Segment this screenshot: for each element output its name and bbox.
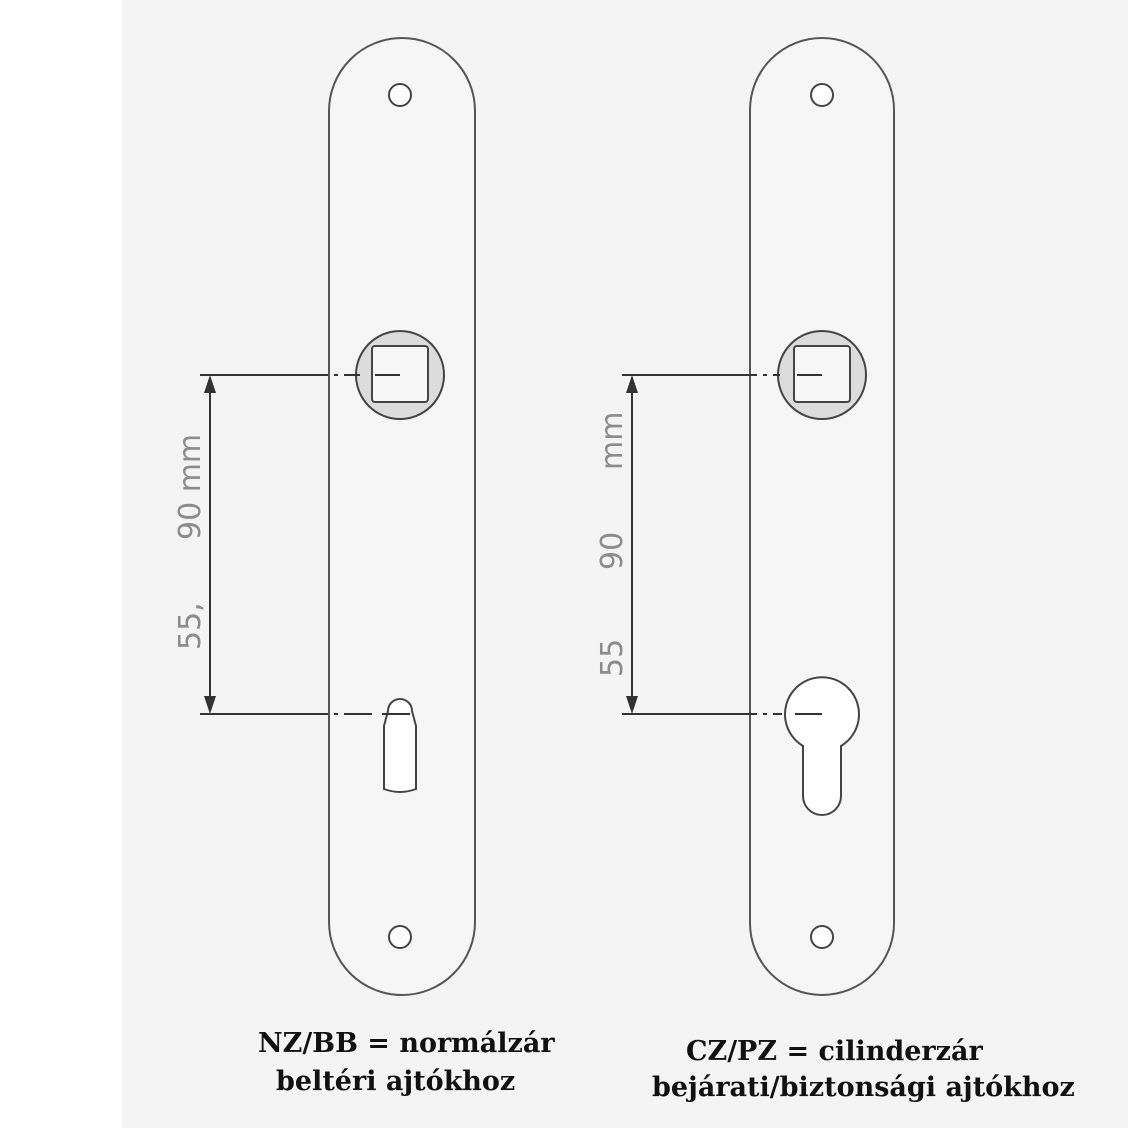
bottom-screw-hole: [388, 925, 412, 949]
dimension-right: 55 90 mm: [595, 374, 782, 715]
caption-cylinder-lock-subtitle: bejárati/biztonsági ajtókhoz: [652, 1072, 1075, 1103]
arrow-up: [204, 375, 216, 393]
dimension-left: 55, 90 mm: [173, 374, 372, 715]
plate-cylinder-lock: [749, 37, 895, 996]
dimension-label-short: 55,: [173, 602, 208, 650]
dimension-label-unit: mm: [595, 412, 630, 470]
top-screw-hole: [810, 83, 834, 107]
dimension-label-long: 90: [595, 532, 630, 570]
keyhole-icon: [383, 698, 417, 793]
dimension-label-short: 55: [595, 639, 630, 677]
arrow-up: [626, 375, 638, 393]
caption-normal-lock-subtitle: beltéri ajtókhoz: [276, 1066, 516, 1097]
plate-normal-lock: [328, 37, 476, 996]
bottom-screw-hole: [810, 925, 834, 949]
cylinder-hole-icon: [784, 676, 860, 816]
arrow-down: [626, 696, 638, 714]
caption-cylinder-lock-title: CZ/PZ = cilinderzár: [686, 1036, 983, 1067]
arrow-down: [204, 696, 216, 714]
top-screw-hole: [388, 83, 412, 107]
caption-normal-lock-title: NZ/BB = normálzár: [258, 1028, 555, 1059]
plate-outline: [749, 37, 895, 996]
dimension-label-long: 90 mm: [173, 434, 208, 540]
diagram-panel: [122, 0, 1128, 1128]
plate-outline: [328, 37, 476, 996]
